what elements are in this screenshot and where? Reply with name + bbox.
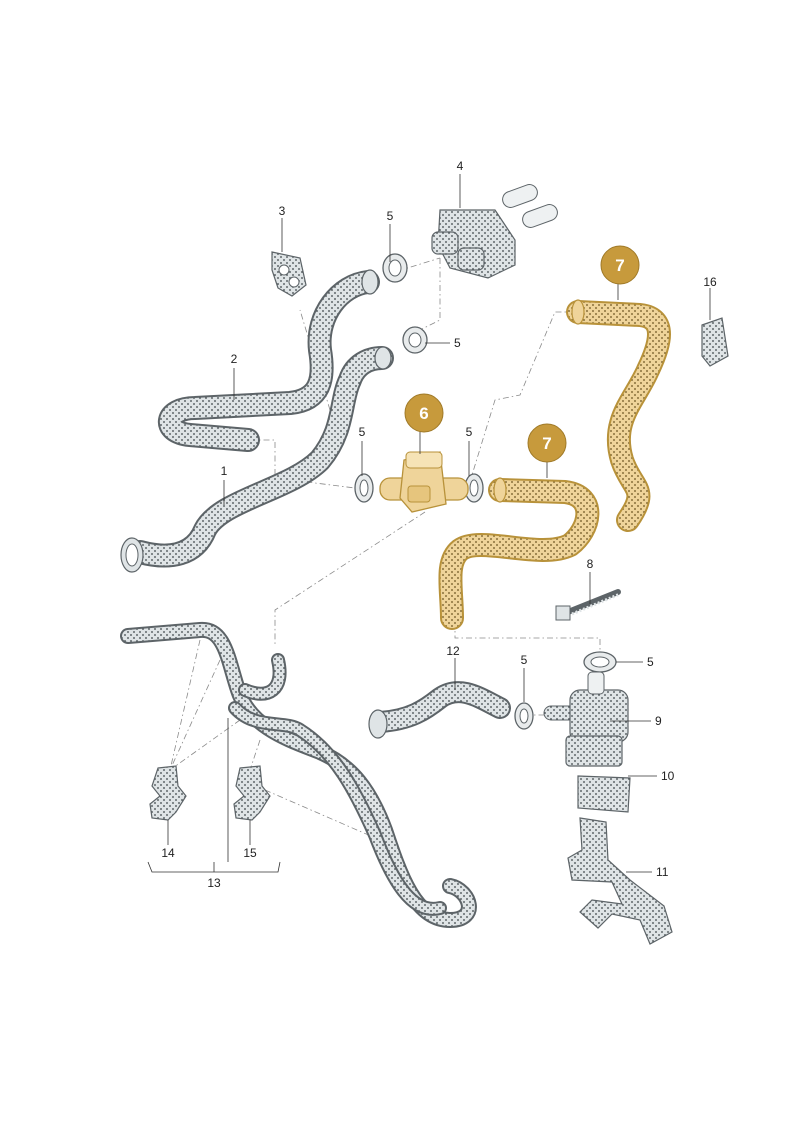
coolant-pipe-13[interactable] [120,622,477,928]
label-3: 3 [279,204,286,218]
label-14: 14 [161,846,175,860]
badge-7-upper-label: 7 [615,256,624,275]
label-5-mid: 5 [454,336,461,350]
coolant-hose-2[interactable] [158,269,380,452]
hose-clip-5-left[interactable] [354,473,374,503]
label-5-pump: 5 [647,655,654,669]
leader-lines [147,174,711,873]
label-10: 10 [661,769,675,783]
label-5-left: 5 [359,425,366,439]
label-13: 13 [207,876,221,890]
label-12: 12 [446,644,460,658]
label-15: 15 [243,846,257,860]
hose-clip-5-pump[interactable] [583,651,617,673]
label-5-lower: 5 [521,653,528,667]
label-4: 4 [457,159,464,173]
label-16: 16 [703,275,717,289]
coolant-hose-7-upper[interactable] [566,299,671,532]
grommet-4[interactable] [431,209,516,279]
label-2: 2 [231,352,238,366]
coolant-hose-12[interactable] [368,681,511,739]
label-8: 8 [587,557,594,571]
label-1: 1 [221,464,228,478]
pipe-ends [502,184,558,228]
label-5-right: 5 [466,425,473,439]
badge-7-upper: 7 [600,245,640,285]
label-9: 9 [655,714,662,728]
label-5-top: 5 [387,209,394,223]
holder-15[interactable] [233,765,271,821]
hose-clip-5-top[interactable] [382,253,408,283]
valve-6[interactable] [379,451,469,513]
label-11: 11 [656,865,669,879]
badge-7-lower-label: 7 [542,434,551,453]
coolant-hose-1[interactable] [120,346,394,573]
badge-7-lower: 7 [527,423,567,463]
retainer-3[interactable] [271,251,307,297]
coolant-hose-7-lower[interactable] [438,477,600,630]
hose-clip-5-mid[interactable] [402,326,428,354]
screw-8[interactable] [555,589,621,621]
mount-10[interactable] [577,775,631,813]
badge-6-label: 6 [419,404,428,423]
hose-clip-5-lower[interactable] [514,702,534,730]
bracket-11[interactable] [567,817,673,945]
cap-16[interactable] [701,317,729,367]
callout-numbers: 1 2 3 4 5 5 5 5 5 5 8 9 10 11 12 13 14 1… [161,159,717,890]
hose-clip-5-right[interactable] [464,473,484,503]
badge-6: 6 [404,393,444,433]
holder-14[interactable] [149,765,187,821]
pump-9[interactable] [543,671,629,767]
